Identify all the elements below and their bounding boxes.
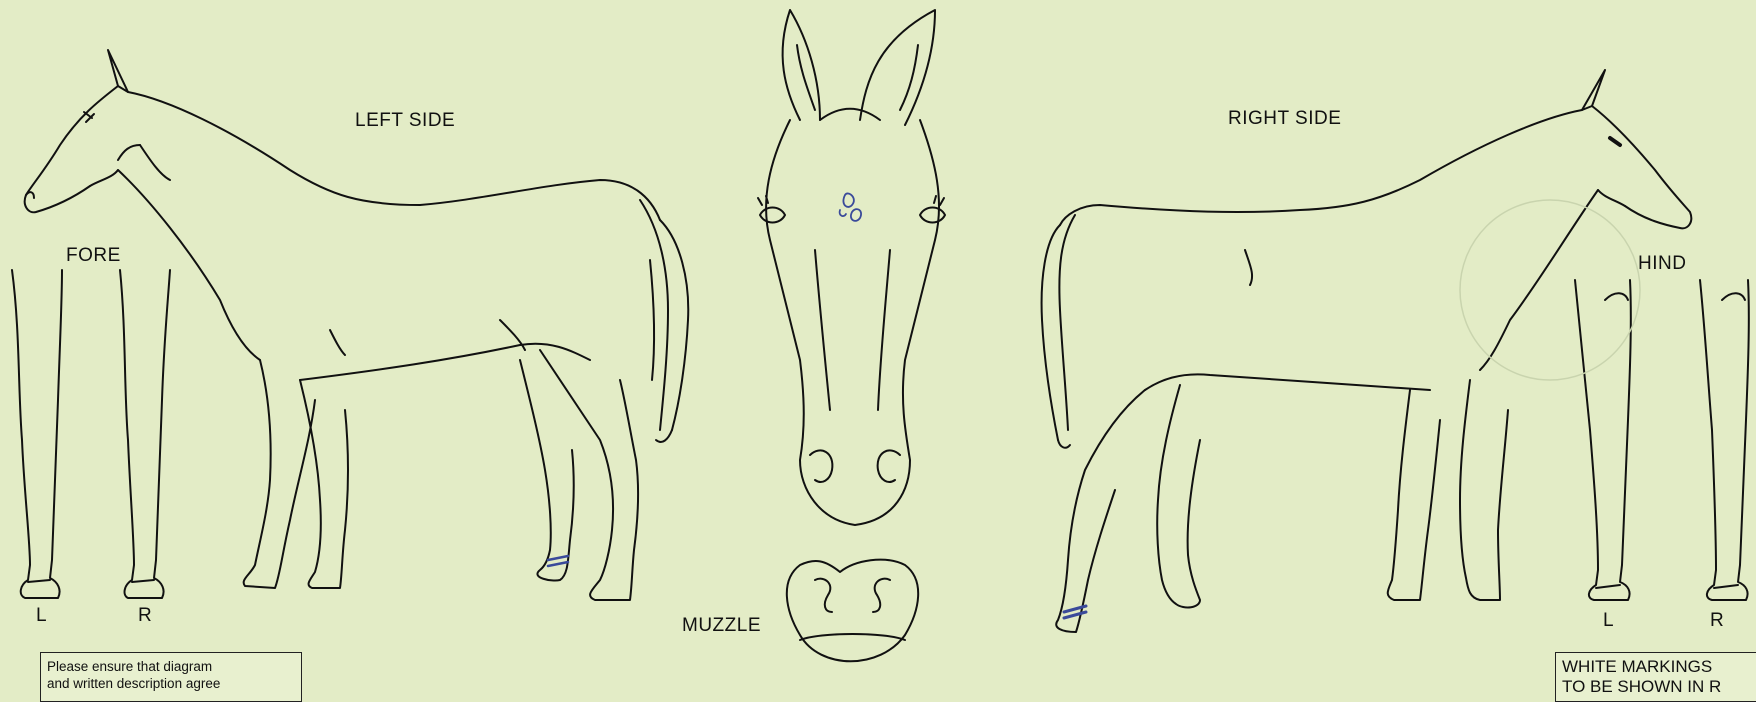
faint-stamp <box>1460 200 1640 380</box>
fore-left-label: L <box>36 605 47 627</box>
horse-right-side <box>1042 70 1692 632</box>
right-side-label: RIGHT SIDE <box>1228 108 1341 130</box>
left-side-label: LEFT SIDE <box>355 110 455 132</box>
fore-legs-diagram <box>12 270 170 598</box>
muzzle-label: MUZZLE <box>682 615 761 637</box>
hind-left-label: L <box>1603 610 1614 632</box>
fore-label: FORE <box>66 245 121 267</box>
hind-legs-diagram <box>1575 280 1749 600</box>
fore-right-label: R <box>138 605 152 627</box>
hind-label: HIND <box>1638 253 1686 275</box>
markings-line-1: WHITE MARKINGS <box>1562 657 1756 677</box>
white-markings-box: WHITE MARKINGS TO BE SHOWN IN R <box>1555 652 1756 702</box>
instructions-box: Please ensure that diagram and written d… <box>40 652 302 702</box>
muzzle-diagram <box>787 560 918 662</box>
markings-line-2: TO BE SHOWN IN R <box>1562 677 1756 697</box>
hind-right-label: R <box>1710 610 1724 632</box>
instructions-line-1: Please ensure that diagram <box>47 658 295 675</box>
head-front-view <box>758 10 945 525</box>
instructions-line-2: and written description agree <box>47 675 295 692</box>
